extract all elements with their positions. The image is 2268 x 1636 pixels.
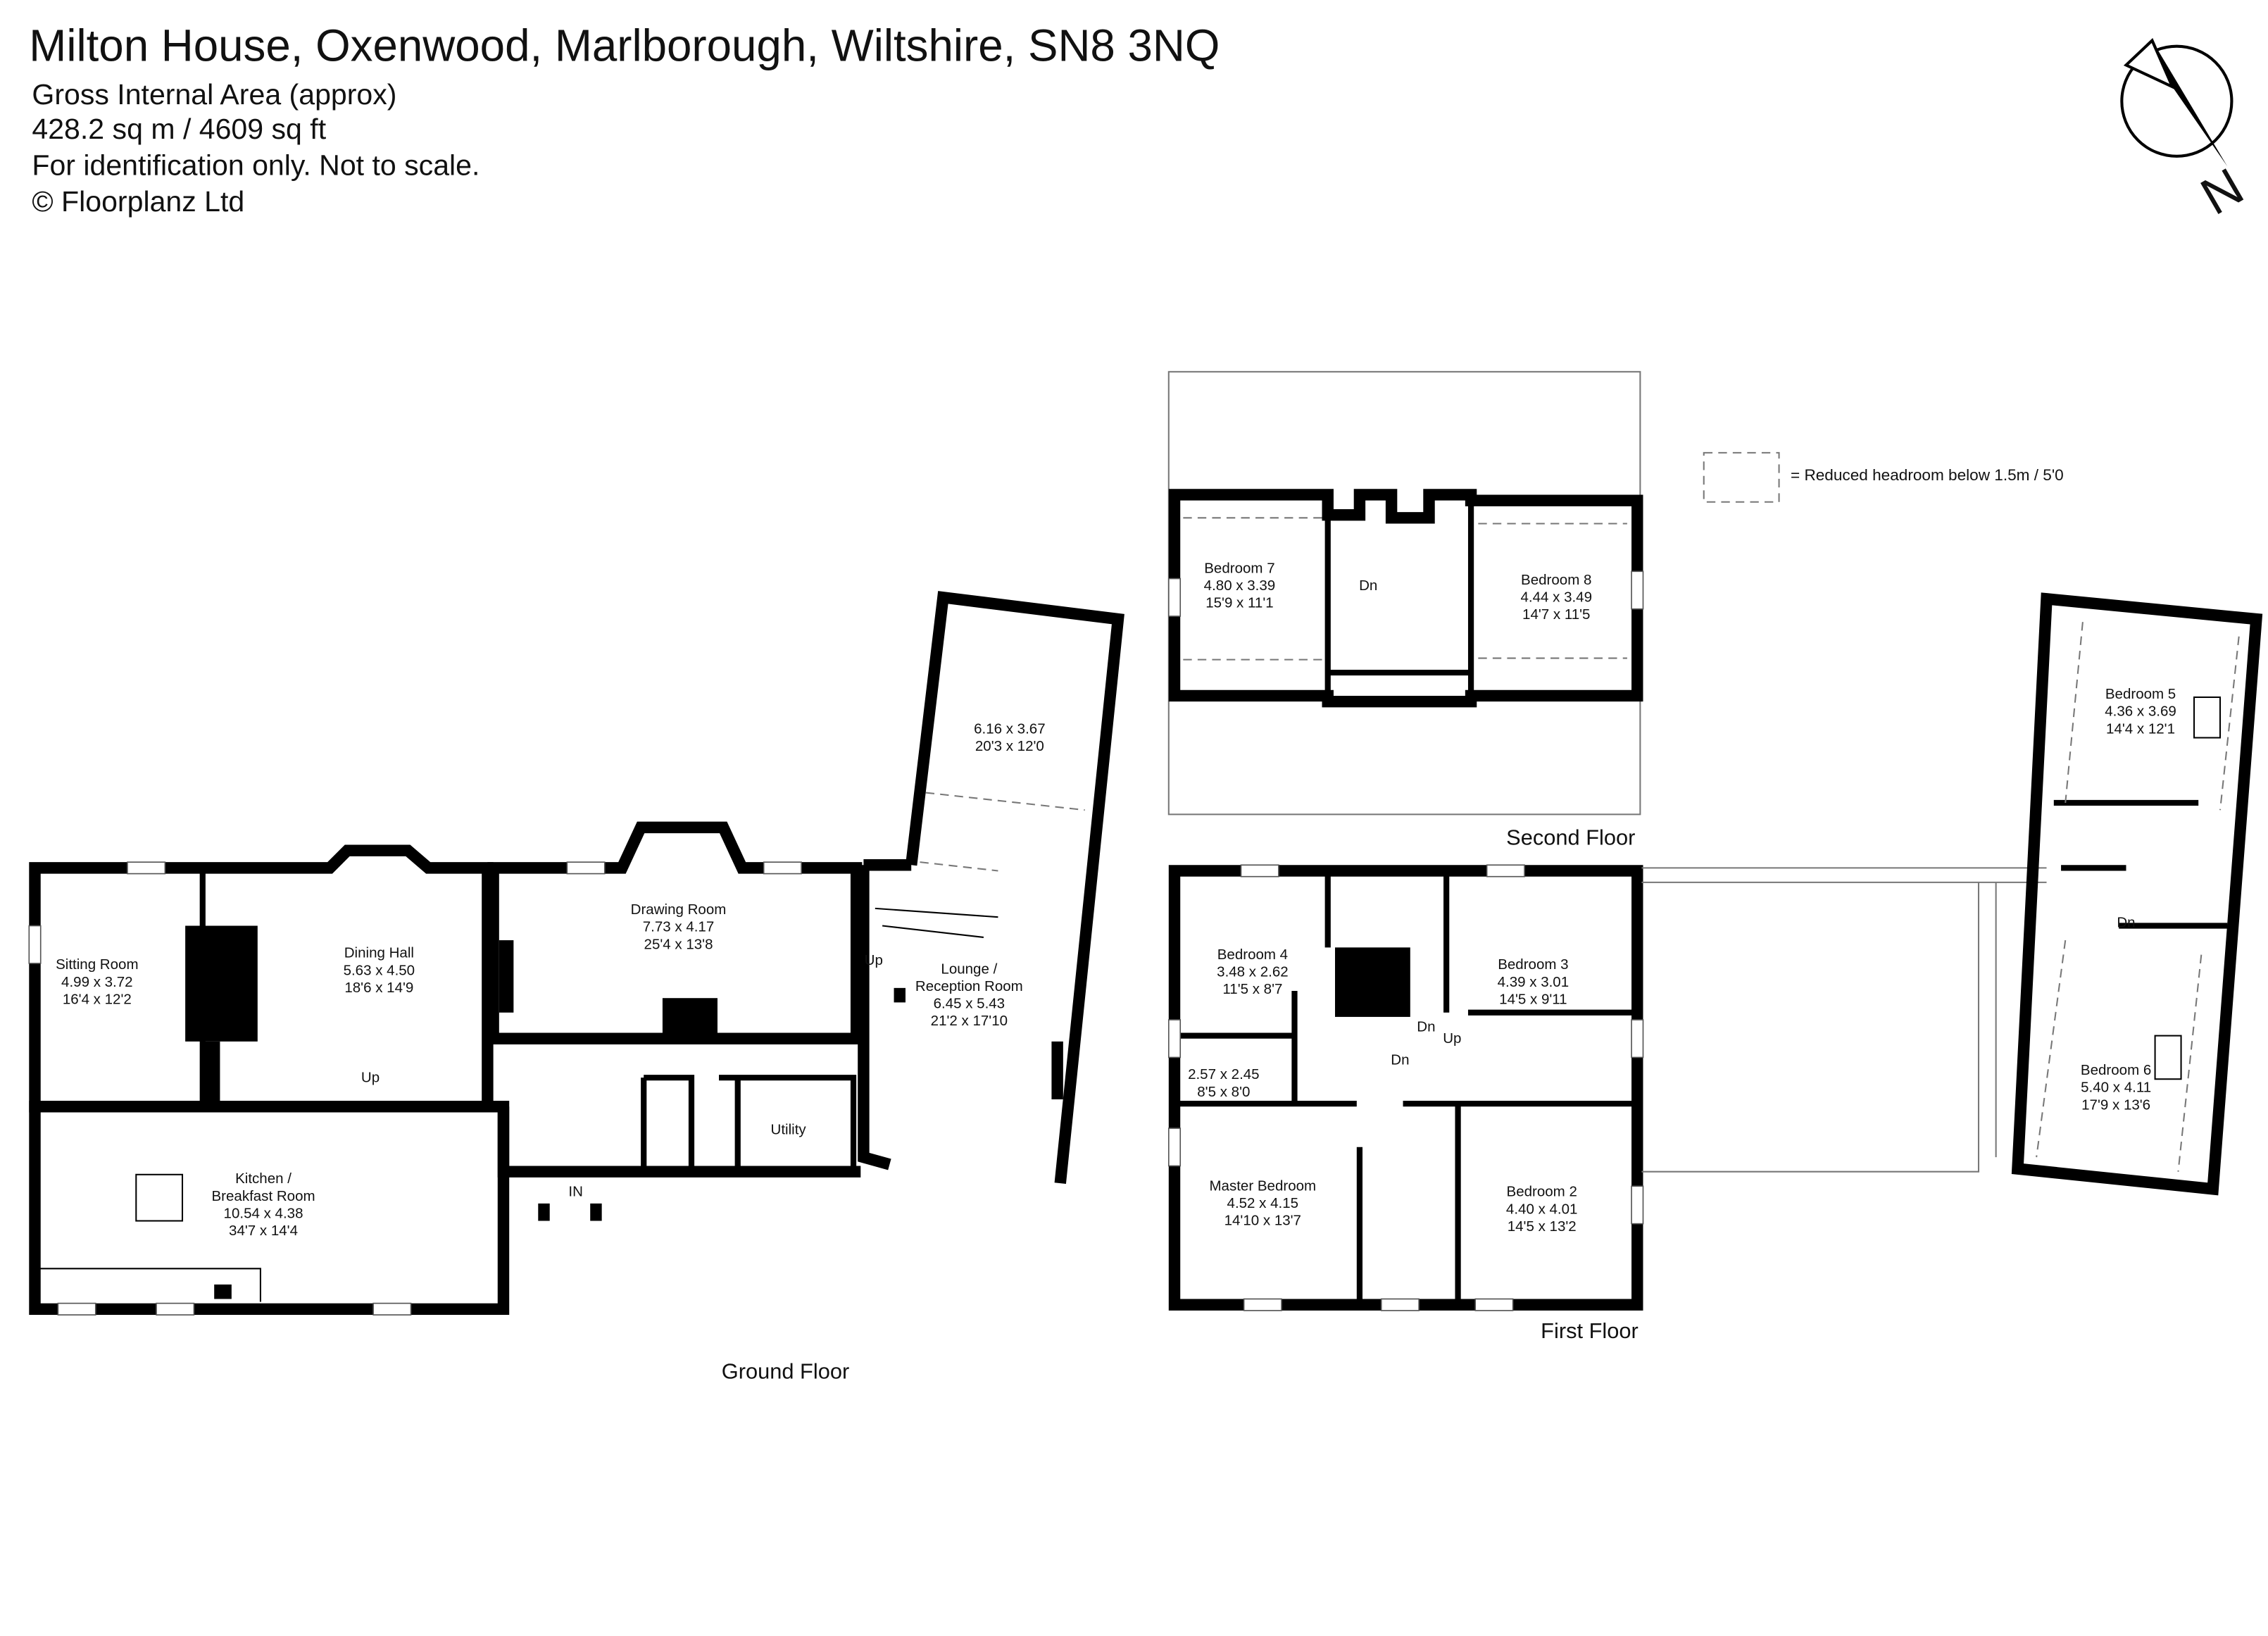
- room-imperial: 17'9 x 13'6: [2081, 1097, 2150, 1113]
- room-name: Utility: [771, 1121, 807, 1137]
- room-metric: 4.44 x 3.49: [1520, 589, 1592, 605]
- room-imperial: 34'7 x 14'4: [229, 1223, 298, 1239]
- room-metric: 4.52 x 4.15: [1227, 1195, 1299, 1211]
- room-name: Sitting Room: [56, 956, 138, 973]
- floor-label: First Floor: [1541, 1318, 1639, 1343]
- room-imperial: 20'3 x 12'0: [975, 738, 1044, 754]
- room-metric: 4.80 x 3.39: [1204, 577, 1276, 594]
- room-name: Master Bedroom: [1209, 1178, 1316, 1194]
- disclaimer: For identification only. Not to scale.: [32, 149, 480, 182]
- room-imperial: 14'10 x 13'7: [1224, 1213, 1301, 1229]
- stairs-up-marker: Up: [1443, 1030, 1461, 1047]
- room-name: Bedroom 6: [2081, 1062, 2151, 1078]
- room-metric: 6.16 x 3.67: [974, 720, 1046, 737]
- room-imperial: 15'9 x 11'1: [1205, 595, 1273, 611]
- room-name-2: Breakfast Room: [211, 1188, 315, 1204]
- room-name: Drawing Room: [631, 901, 727, 918]
- room-imperial: 14'5 x 9'11: [1499, 991, 1567, 1007]
- copyright: © Floorplanz Ltd: [32, 185, 244, 218]
- room-metric: 4.99 x 3.72: [61, 974, 133, 990]
- room-imperial: 14'5 x 13'2: [1508, 1218, 1577, 1235]
- stairs-down-marker: Dn: [1391, 1052, 1409, 1068]
- room-name: Bedroom 5: [2105, 686, 2176, 702]
- room-metric: 5.40 x 4.11: [2081, 1080, 2151, 1096]
- floor-label: Second Floor: [1506, 825, 1635, 849]
- room-imperial: 18'6 x 14'9: [344, 980, 413, 996]
- room-metric: 10.54 x 4.38: [224, 1205, 303, 1221]
- room-imperial: 14'7 x 11'5: [1522, 606, 1590, 623]
- north-label: N: [2191, 156, 2253, 226]
- stairs-down-marker: Dn: [2117, 915, 2135, 931]
- room-metric: 4.36 x 3.69: [2105, 704, 2176, 720]
- room-metric: 7.73 x 4.17: [643, 919, 715, 935]
- room-name: Bedroom 3: [1498, 956, 1568, 973]
- room-imperial: 21'2 x 17'10: [931, 1013, 1008, 1029]
- room-name: Kitchen /: [235, 1170, 292, 1187]
- room-name: Dining Hall: [344, 945, 414, 961]
- stairs-up-marker: Up: [361, 1069, 380, 1085]
- stairs-down-marker: Dn: [1359, 577, 1377, 594]
- room-imperial: 25'4 x 13'8: [644, 936, 713, 952]
- stairs-down-marker: Dn: [1417, 1018, 1435, 1035]
- room-metric: 6.45 x 5.43: [934, 996, 1005, 1012]
- room-name: Lounge /: [941, 961, 997, 977]
- room-metric: 3.48 x 2.62: [1217, 963, 1289, 980]
- room-name-2: Reception Room: [915, 978, 1023, 994]
- room-imperial: 16'4 x 12'2: [63, 991, 132, 1007]
- room-metric: 2.57 x 2.45: [1188, 1066, 1260, 1082]
- gross-area-label: Gross Internal Area (approx): [32, 78, 396, 111]
- reduced-headroom-swatch: [1703, 451, 1780, 503]
- room-metric: 5.63 x 4.50: [344, 962, 415, 978]
- entrance-marker: IN: [568, 1184, 583, 1200]
- second-floor-plan: Bedroom 7 4.80 x 3.39 15'9 x 11'1 Bedroo…: [1167, 370, 1644, 849]
- property-title: Milton House, Oxenwood, Marlborough, Wil…: [29, 20, 1220, 70]
- room-metric: 4.40 x 4.01: [1506, 1201, 1578, 1217]
- legend-text: = Reduced headroom below 1.5m / 5'0: [1791, 466, 2064, 484]
- room-metric: 4.39 x 3.01: [1498, 974, 1570, 990]
- floor-label: Ground Floor: [722, 1359, 849, 1383]
- room-name: Bedroom 2: [1507, 1184, 1577, 1200]
- room-imperial: 14'4 x 12'1: [2106, 720, 2175, 737]
- first-floor-plan: Bedroom 4 3.48 x 2.62 11'5 x 8'7 Bedroom…: [1167, 592, 2263, 1343]
- gross-area-value: 428.2 sq m / 4609 sq ft: [32, 113, 326, 145]
- room-name: Bedroom 7: [1204, 560, 1274, 576]
- stairs-up-marker: Up: [865, 952, 883, 968]
- room-imperial: 8'5 x 8'0: [1197, 1084, 1250, 1100]
- ground-floor-plan: Sitting Room 4.99 x 3.72 16'4 x 12'2 Din…: [28, 591, 1124, 1383]
- north-arrow-icon: N: [2120, 38, 2253, 226]
- room-name: Bedroom 8: [1521, 572, 1591, 588]
- room-imperial: 11'5 x 8'7: [1222, 981, 1282, 997]
- room-name: Bedroom 4: [1217, 947, 1288, 963]
